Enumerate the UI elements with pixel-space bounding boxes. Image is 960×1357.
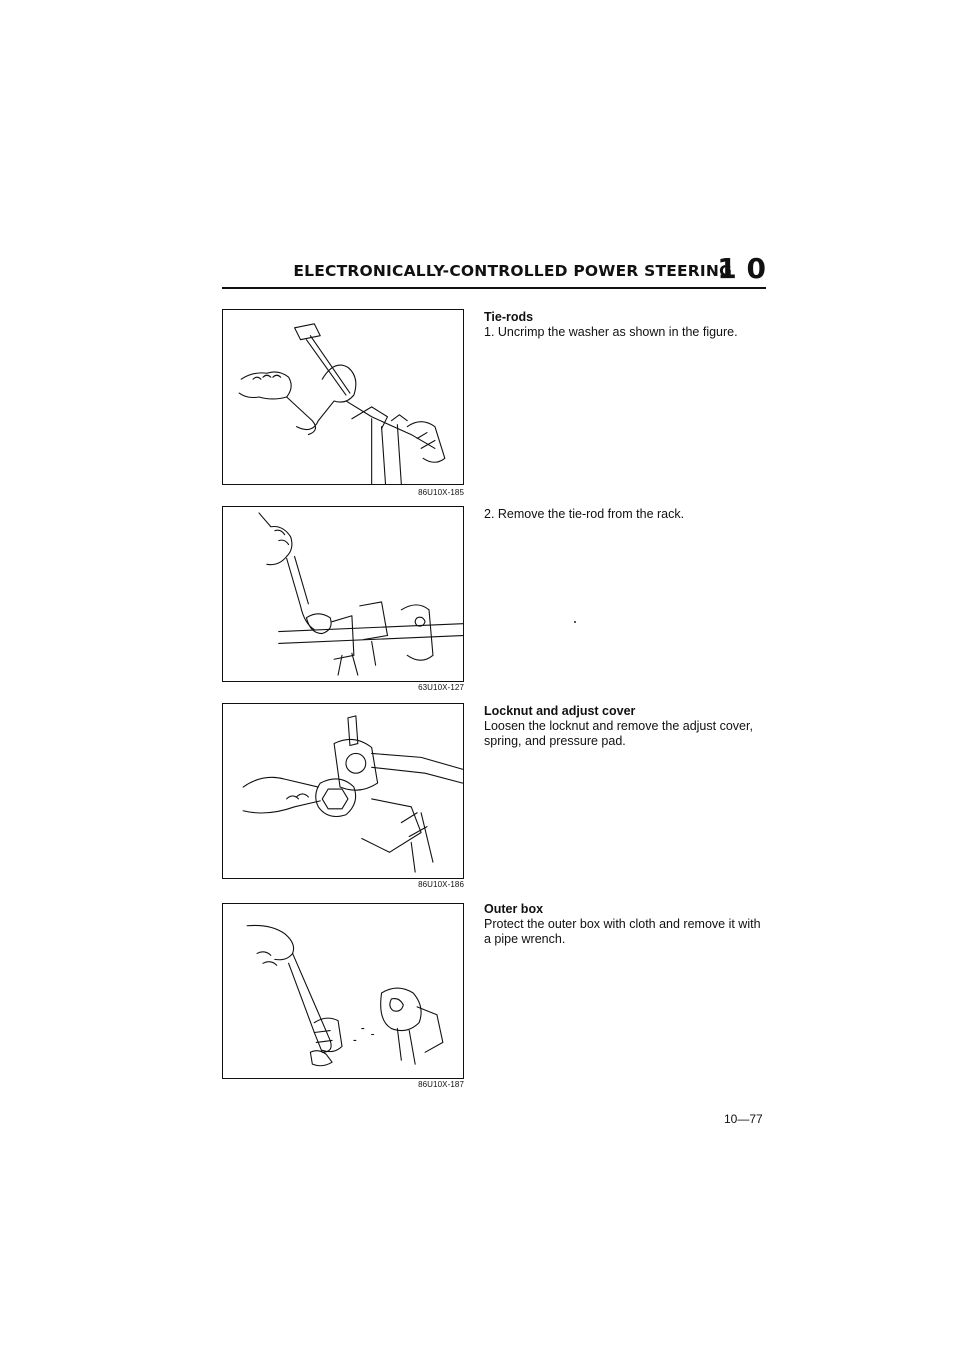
section-title: Tie-rods <box>484 310 534 324</box>
section-outer-box: Outer box Protect the outer box with clo… <box>484 902 768 947</box>
section-remove-tie-rod: 2. Remove the tie-rod from the rack. <box>484 507 768 522</box>
pipe-wrench-illustration <box>246 924 444 1067</box>
figure-code: 86U10X-185 <box>418 488 464 497</box>
locknut-wrench-illustration <box>242 715 463 873</box>
page-number: 10—77 <box>724 1112 763 1126</box>
figure-outer-box <box>222 903 464 1079</box>
wrench-illustration <box>258 512 463 676</box>
figure-code: 63U10X-127 <box>418 683 464 692</box>
figure-code: 86U10X-186 <box>418 880 464 889</box>
chapter-title: ELECTRONICALLY-CONTROLLED POWER STEERING <box>293 262 732 280</box>
figure-hammer-washer <box>222 309 464 485</box>
section-body: Protect the outer box with cloth and rem… <box>484 917 761 946</box>
section-body: Loosen the locknut and remove the adjust… <box>484 719 753 748</box>
section-locknut-adjust-cover: Locknut and adjust cover Loosen the lock… <box>484 704 768 749</box>
section-body: 1. Uncrimp the washer as shown in the fi… <box>484 325 738 339</box>
figure-code: 86U10X-187 <box>418 1080 464 1089</box>
figure-locknut-cover <box>222 703 464 879</box>
stray-dot <box>574 621 576 623</box>
section-body: 2. Remove the tie-rod from the rack. <box>484 507 685 521</box>
hammer-illustration <box>238 323 446 484</box>
header-rule <box>222 287 766 289</box>
chapter-number: 1 0 <box>717 252 766 285</box>
page-header: ELECTRONICALLY-CONTROLLED POWER STEERING… <box>222 252 766 286</box>
figure-tie-rod-removal <box>222 506 464 682</box>
section-tie-rods: Tie-rods 1. Uncrimp the washer as shown … <box>484 310 768 340</box>
section-title: Locknut and adjust cover <box>484 704 636 718</box>
section-title: Outer box <box>484 902 544 916</box>
